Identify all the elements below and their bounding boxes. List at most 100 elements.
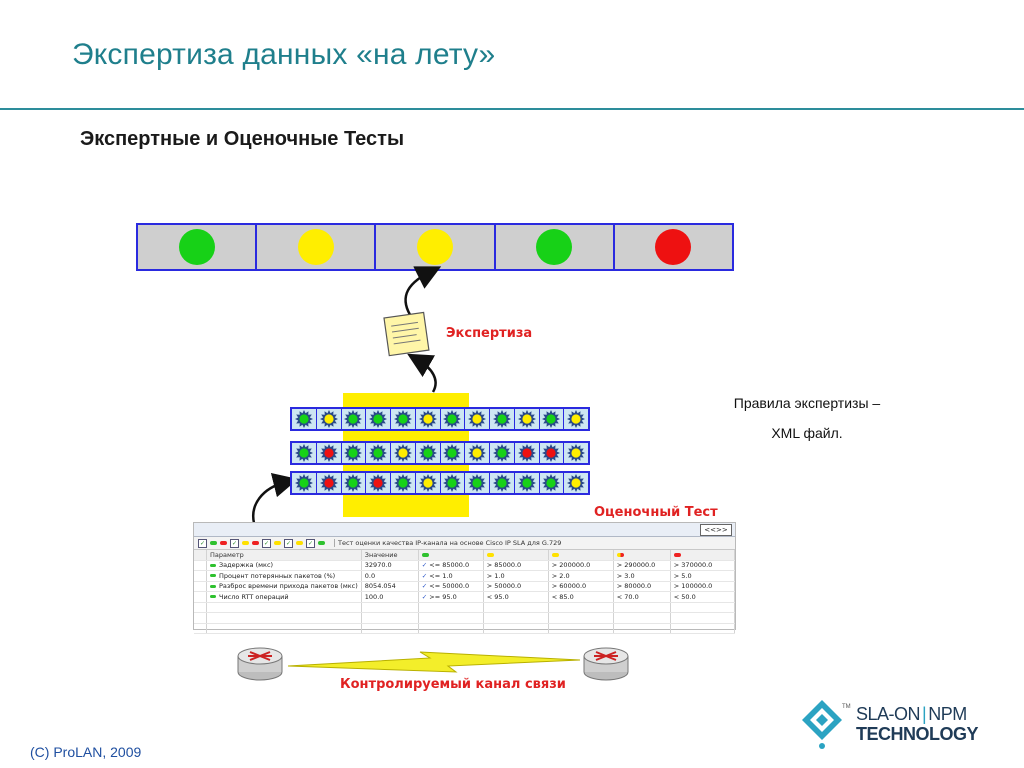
matrix-cell bbox=[317, 443, 342, 463]
router-left-icon bbox=[237, 647, 283, 681]
brand-logo-icon bbox=[802, 700, 842, 749]
empty-cell bbox=[361, 612, 419, 624]
row-indicator bbox=[194, 570, 207, 582]
empty-cell bbox=[361, 623, 419, 634]
brand-line1: SLA-ON|NPM bbox=[856, 704, 967, 725]
table-row[interactable]: Процент потерянных пакетов (%)0.0✓ <= 1.… bbox=[194, 570, 736, 582]
matrix-cell bbox=[416, 443, 441, 463]
lamp-5 bbox=[655, 229, 692, 265]
matrix-cell bbox=[342, 473, 367, 493]
matrix-cell bbox=[366, 473, 391, 493]
slide-title: Экспертиза данных «на лету» bbox=[72, 38, 496, 71]
cell-yellow2: > 60000.0 bbox=[548, 581, 614, 592]
empty-cell bbox=[418, 612, 484, 624]
matrix-cell bbox=[317, 473, 342, 493]
filter-color bbox=[318, 541, 325, 545]
matrix-cell bbox=[490, 473, 515, 493]
matrix-cell bbox=[465, 473, 490, 493]
matrix-cell bbox=[292, 443, 317, 463]
cell-param: Процент потерянных пакетов (%) bbox=[206, 570, 362, 582]
cell-param: Число RTT операций bbox=[206, 591, 362, 603]
table-row[interactable]: Разброс времени прихода пакетов (мкс)805… bbox=[194, 581, 736, 592]
matrix-cell bbox=[465, 409, 490, 429]
arrow-to-expertise bbox=[407, 353, 437, 393]
cell-green: ✓ >= 95.0 bbox=[418, 591, 484, 603]
col-indicator bbox=[194, 550, 207, 561]
cell-green: ✓ <= 1.0 bbox=[418, 570, 484, 582]
lamp-2 bbox=[297, 229, 334, 265]
col-green[interactable] bbox=[418, 550, 484, 561]
col-red[interactable] bbox=[670, 550, 736, 561]
filter-color bbox=[242, 541, 249, 545]
empty-cell bbox=[194, 623, 207, 634]
matrix-cell bbox=[490, 409, 515, 429]
col-yellow[interactable] bbox=[483, 550, 549, 561]
cell-value: 100.0 bbox=[361, 591, 419, 603]
col-param[interactable]: Параметр bbox=[206, 550, 362, 561]
empty-cell bbox=[194, 602, 207, 613]
cell-yellow-red: < 70.0 bbox=[613, 591, 671, 603]
cell-param: Задержка (мкс) bbox=[206, 560, 362, 571]
cell-yellow: < 95.0 bbox=[483, 591, 549, 603]
table-row-empty bbox=[194, 602, 736, 613]
matrix-cell bbox=[564, 443, 588, 463]
filter-checkbox[interactable]: ✓ bbox=[262, 538, 271, 548]
cell-red: > 370000.0 bbox=[670, 560, 736, 571]
matrix-cell bbox=[515, 473, 540, 493]
empty-cell bbox=[548, 623, 614, 634]
row-indicator bbox=[194, 591, 207, 603]
filter-checkbox[interactable]: ✓ bbox=[198, 538, 207, 548]
filter-checkbox[interactable]: ✓ bbox=[306, 538, 315, 548]
screenshot-tab-title[interactable]: Тест оценки качества IP-канала на основе… bbox=[334, 539, 561, 547]
filter-checkbox[interactable]: ✓ bbox=[230, 538, 239, 548]
table-row-empty bbox=[194, 623, 736, 634]
filter-color bbox=[274, 541, 281, 545]
matrix-cell bbox=[441, 443, 466, 463]
empty-cell bbox=[418, 623, 484, 634]
note-icon bbox=[383, 311, 430, 357]
col-value[interactable]: Значение bbox=[361, 550, 419, 561]
matrix-cell bbox=[366, 409, 391, 429]
lamp-3 bbox=[417, 229, 453, 265]
brand-npm: NPM bbox=[928, 704, 967, 724]
table-row-empty bbox=[194, 612, 736, 624]
brand-tm: TM bbox=[842, 704, 851, 710]
filter-checkbox[interactable]: ✓ bbox=[284, 538, 293, 548]
matrix-cell bbox=[391, 443, 416, 463]
cell-red: < 50.0 bbox=[670, 591, 736, 603]
cell-yellow: > 85000.0 bbox=[483, 560, 549, 571]
brand-line2: TECHNOLOGY bbox=[856, 724, 979, 744]
empty-cell bbox=[418, 602, 484, 613]
empty-cell bbox=[483, 623, 549, 634]
matrix-row bbox=[290, 471, 590, 495]
matrix-cell bbox=[366, 443, 391, 463]
col-yellow-red[interactable] bbox=[613, 550, 671, 561]
title-divider bbox=[0, 108, 1024, 110]
cell-red: > 5.0 bbox=[670, 570, 736, 582]
matrix-cell bbox=[416, 409, 441, 429]
screenshot-header: <<>> bbox=[194, 523, 735, 537]
empty-cell bbox=[613, 602, 671, 613]
matrix-cell bbox=[540, 443, 565, 463]
cell-yellow: > 1.0 bbox=[483, 570, 549, 582]
cell-yellow: > 50000.0 bbox=[483, 581, 549, 592]
row-indicator bbox=[194, 560, 207, 571]
arrow-to-matrix bbox=[251, 472, 299, 524]
empty-cell bbox=[206, 623, 362, 634]
cell-yellow-red: > 3.0 bbox=[613, 570, 671, 582]
cell-green: ✓ <= 50000.0 bbox=[418, 581, 484, 592]
matrix-cell bbox=[342, 409, 367, 429]
matrix-cell bbox=[292, 473, 317, 493]
filter-color bbox=[296, 541, 303, 545]
table-row[interactable]: Задержка (мкс)32970.0✓ <= 85000.0> 85000… bbox=[194, 560, 736, 571]
empty-cell bbox=[483, 612, 549, 624]
empty-cell bbox=[670, 602, 736, 613]
empty-cell bbox=[613, 623, 671, 634]
cell-red: > 100000.0 bbox=[670, 581, 736, 592]
filter-color bbox=[220, 541, 227, 545]
scroll-arrows[interactable]: <<>> bbox=[700, 524, 732, 536]
lamp-1 bbox=[178, 229, 215, 265]
col-yellow2[interactable] bbox=[548, 550, 614, 561]
